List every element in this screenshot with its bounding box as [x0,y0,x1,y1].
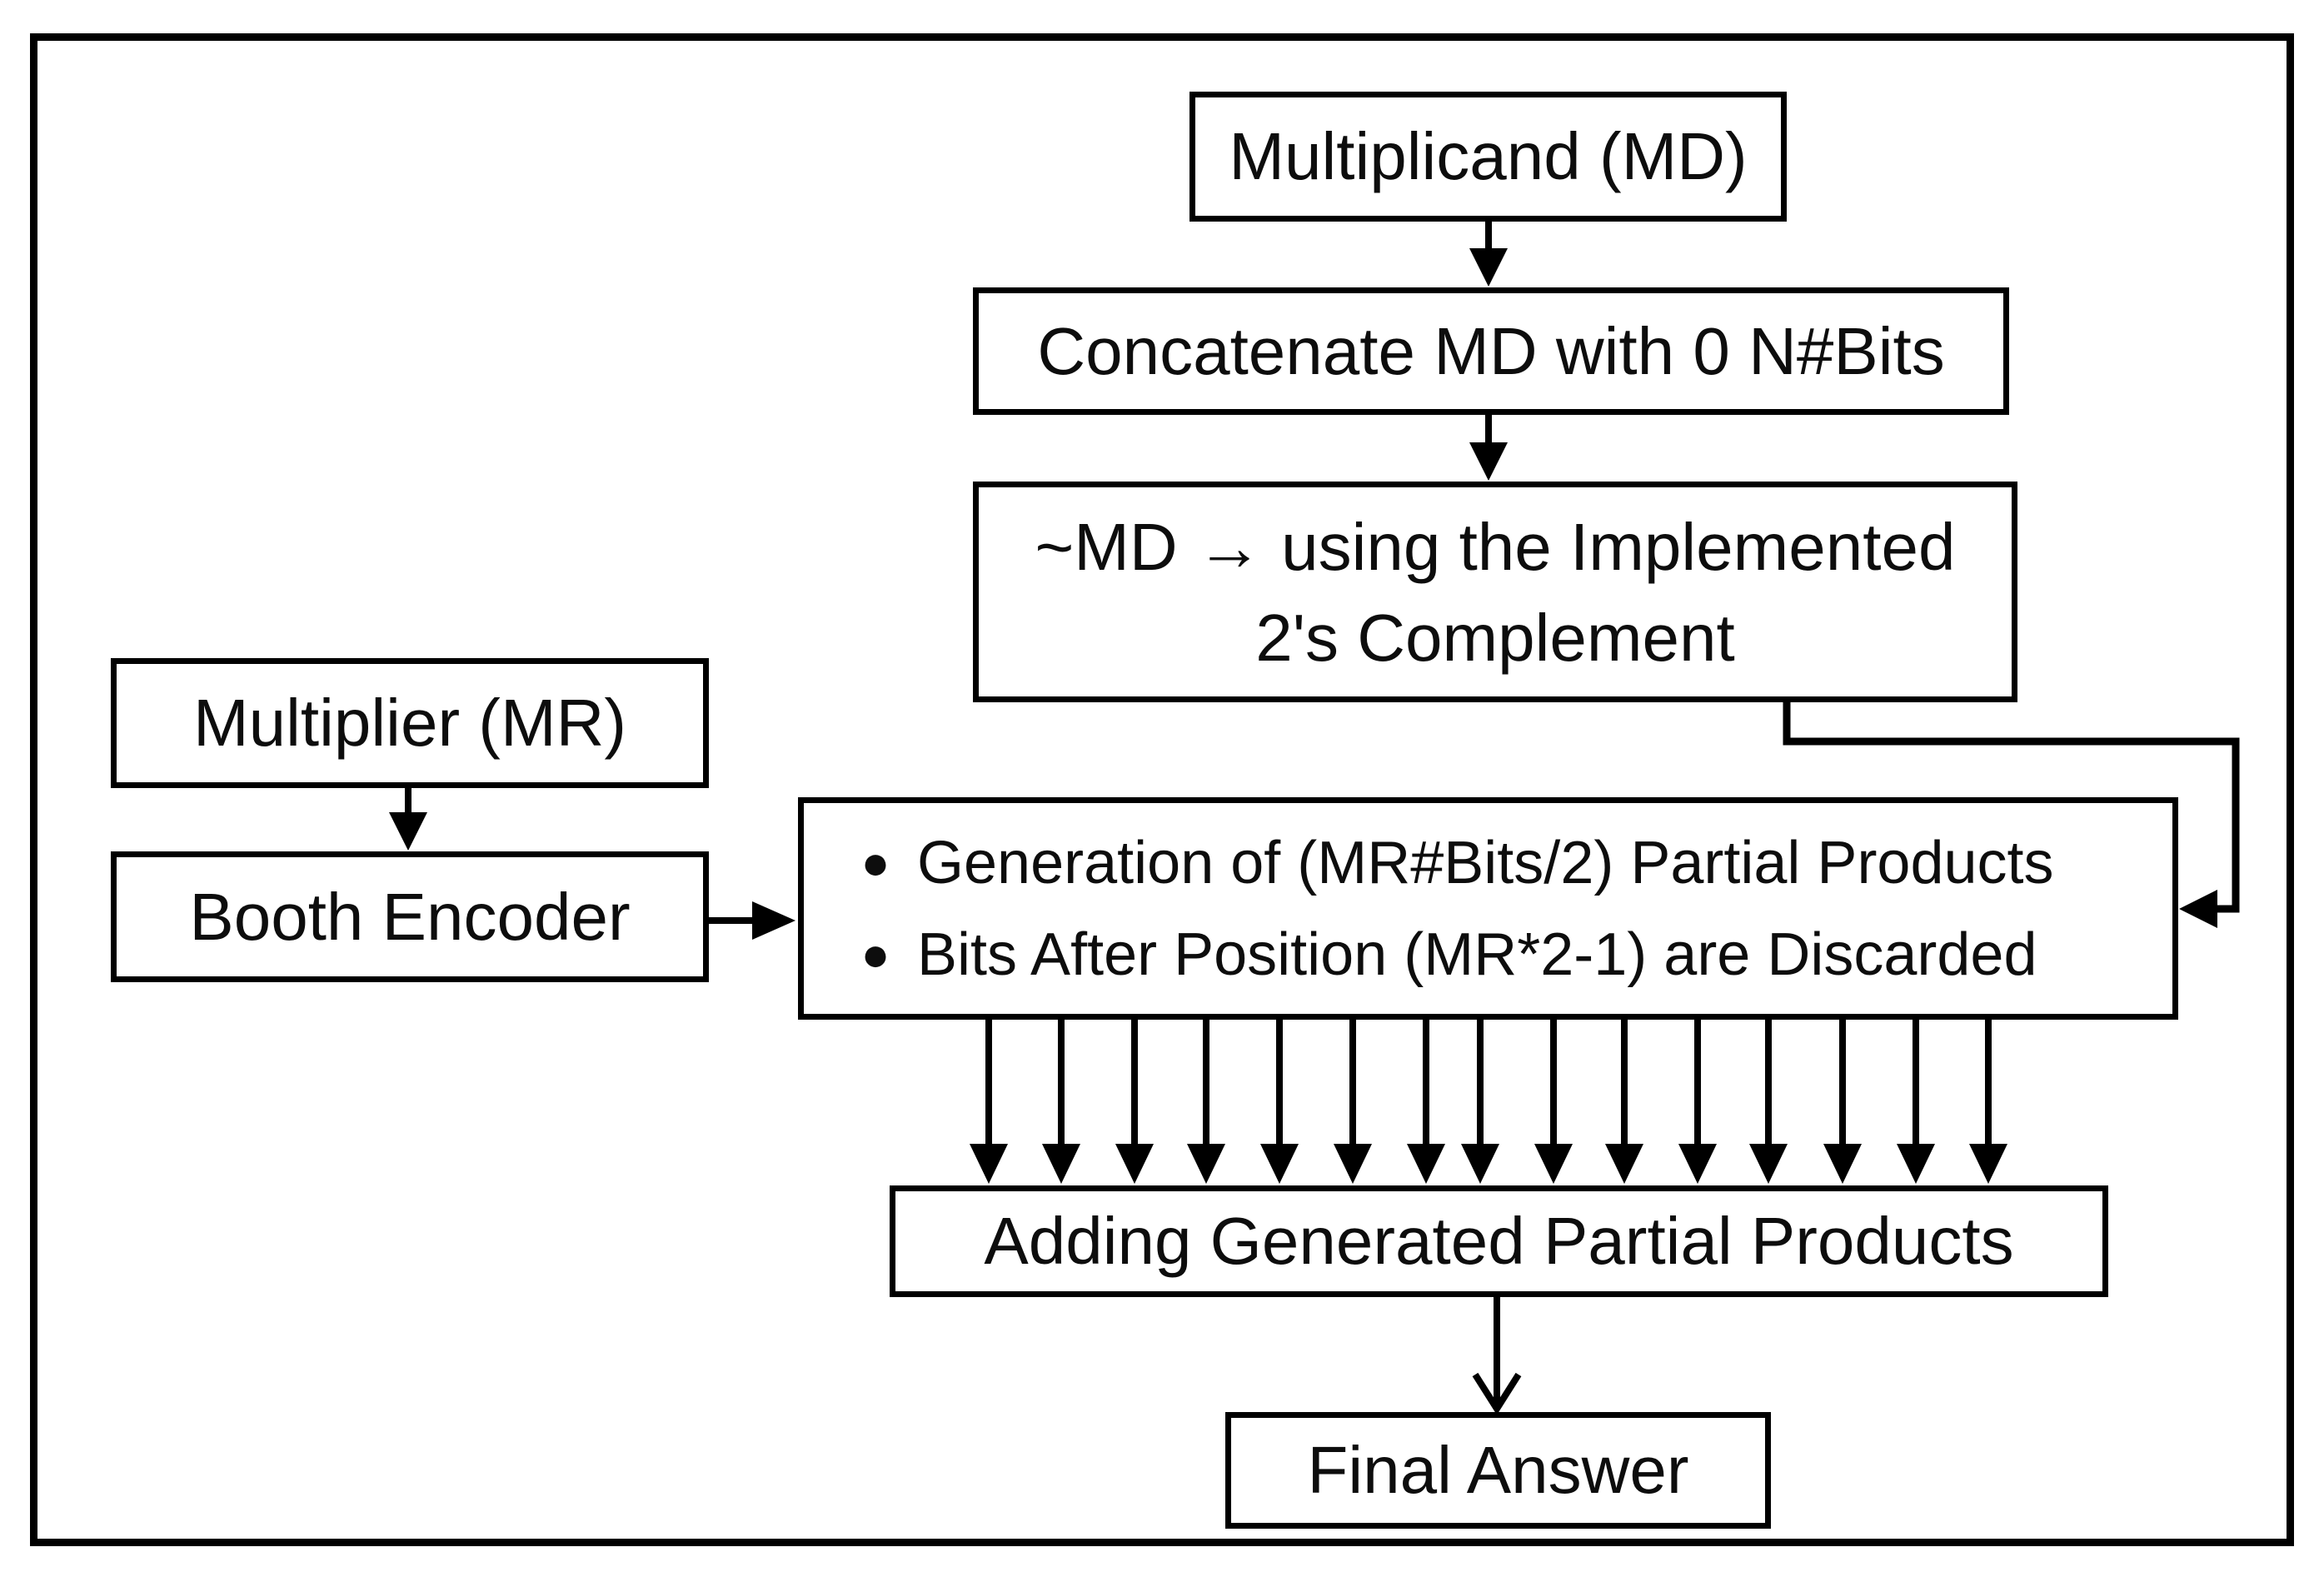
concatenate-box: Concatenate MD with 0 N#Bits [973,287,2009,415]
diagram-border [30,33,2294,1546]
adding-label: Adding Generated Partial Products [984,1204,2014,1278]
bullet-icon: ● [860,835,890,890]
bullet-item: ● Generation of (MR#Bits/2) Partial Prod… [834,817,2054,909]
final-answer-box: Final Answer [1225,1412,1771,1529]
twos-complement-line1: ~MD → using the Implemented [1035,509,1956,584]
twos-complement-box: ~MD → using the Implemented 2's Compleme… [973,482,2017,702]
bullet-icon: ● [860,926,890,981]
booth-encoder-label: Booth Encoder [189,879,631,954]
adding-box: Adding Generated Partial Products [890,1185,2108,1297]
twos-complement-line2: 2's Complement [1255,600,1735,675]
bullet-item: ● Bits After Position (MR*2-1) are Disca… [834,909,2037,1001]
partial-products-box: ● Generation of (MR#Bits/2) Partial Prod… [798,797,2178,1020]
multiplicand-label: Multiplicand (MD) [1229,119,1748,193]
concatenate-label: Concatenate MD with 0 N#Bits [1037,313,1945,388]
booth-encoder-box: Booth Encoder [111,851,709,982]
multiplicand-box: Multiplicand (MD) [1189,92,1787,222]
bullet-text-generation: Generation of (MR#Bits/2) Partial Produc… [917,829,2054,896]
multiplier-label: Multiplier (MR) [193,686,626,760]
bullet-text-discard: Bits After Position (MR*2-1) are Discard… [917,921,2037,988]
final-answer-label: Final Answer [1307,1433,1689,1507]
multiplier-box: Multiplier (MR) [111,658,709,788]
